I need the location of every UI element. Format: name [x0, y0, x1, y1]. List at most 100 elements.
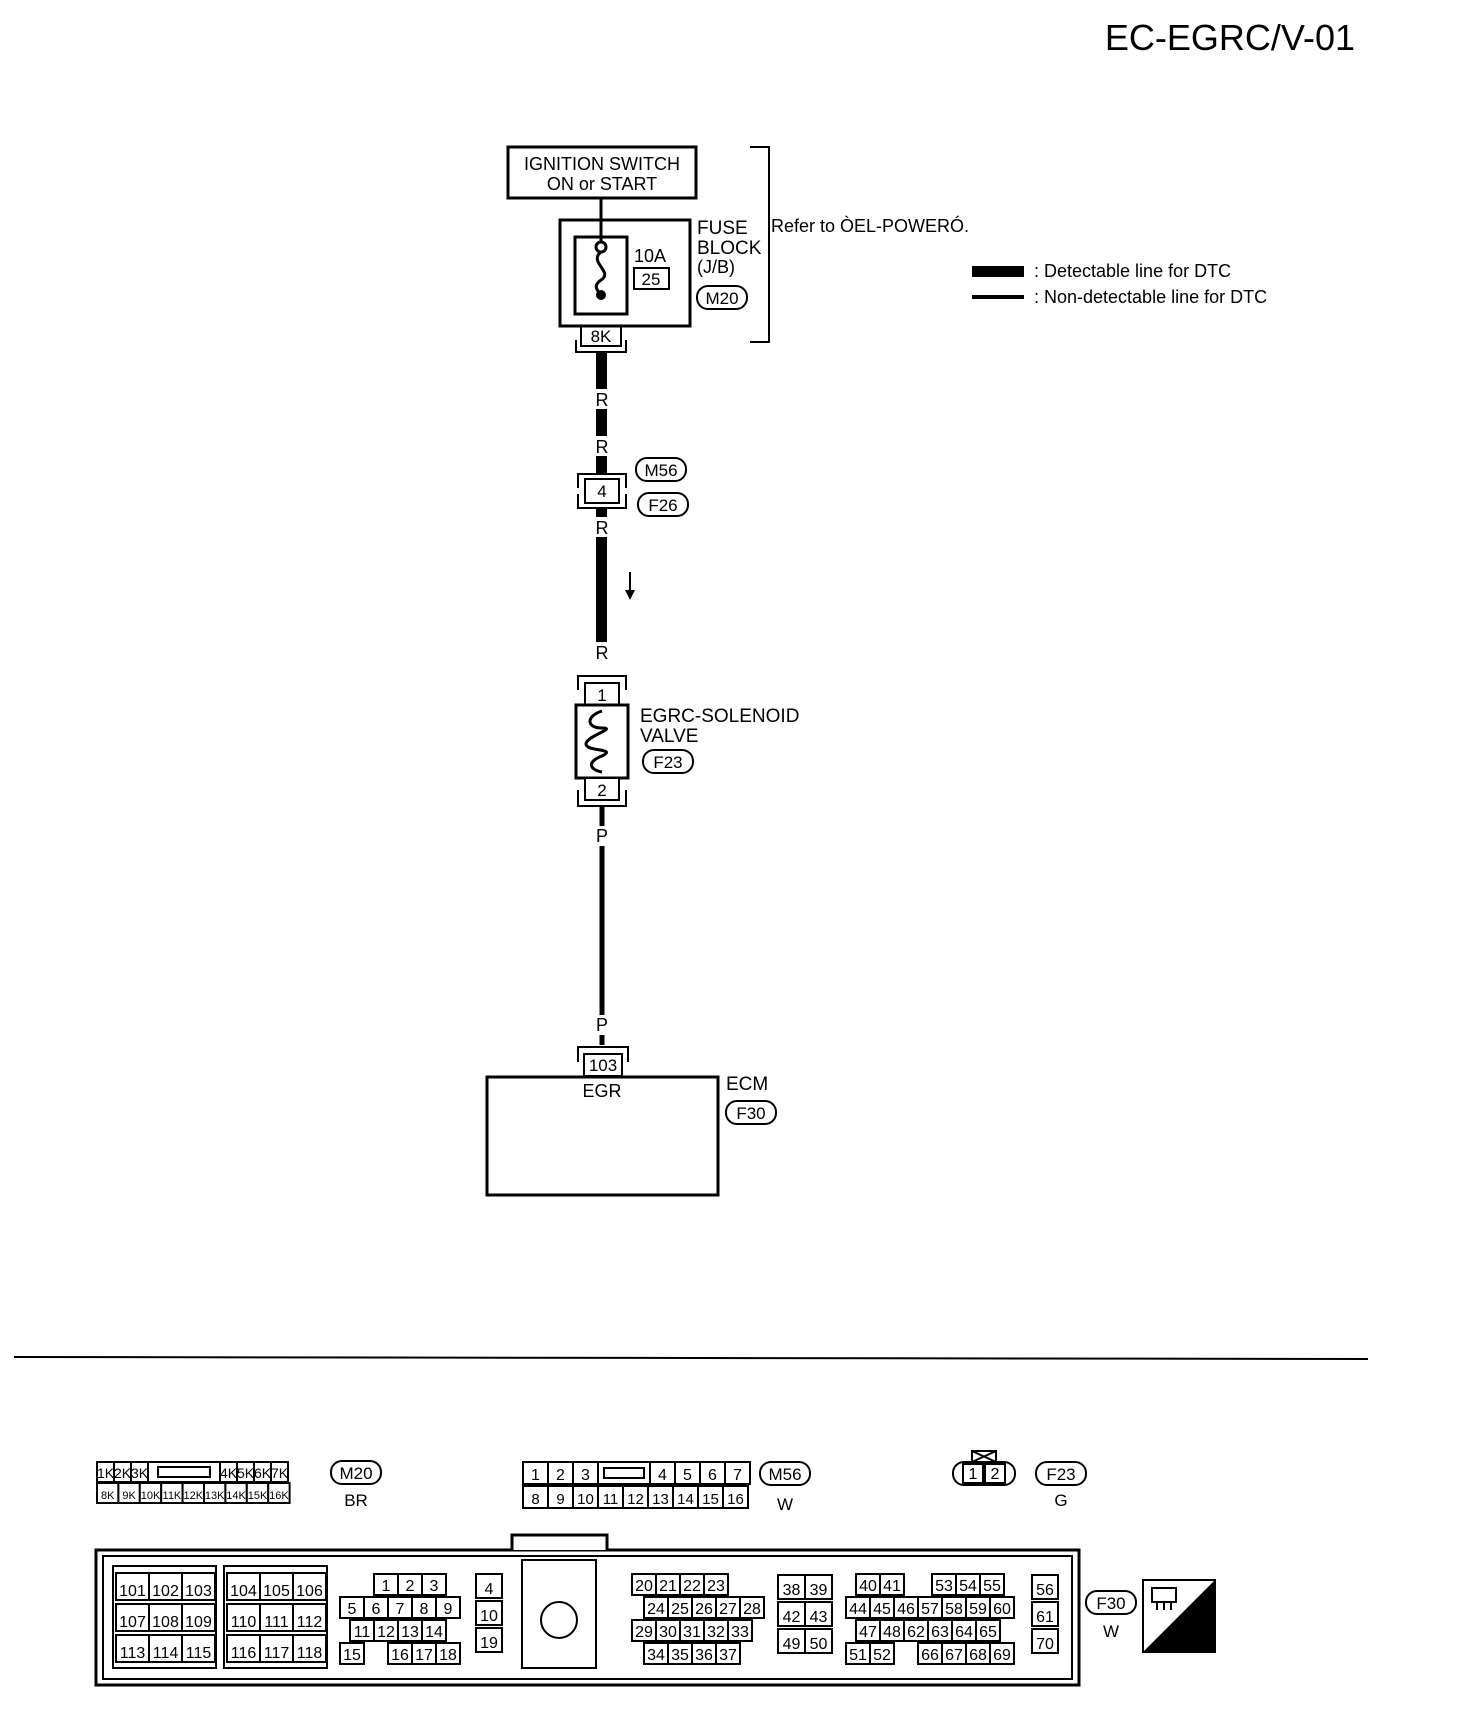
- solenoid-coil: [584, 709, 608, 774]
- wire-r-label-3: R: [596, 518, 609, 538]
- f30-pin-118-label: 118: [297, 1645, 323, 1662]
- f30-pin-55-cell: [979, 1573, 1005, 1596]
- f30-pin-115-label: 115: [186, 1645, 212, 1662]
- m56-pin-11-label: 11: [603, 1491, 619, 1508]
- f30-pin-2-label: 2: [406, 1578, 415, 1595]
- f30-pin-105-label: 105: [263, 1583, 290, 1600]
- wire-r-label-bg-2: [592, 436, 611, 456]
- m20-key-slot: [157, 1466, 211, 1478]
- m56-pin-10-label: 10: [577, 1491, 594, 1508]
- f30-pin-1-label: 1: [382, 1578, 391, 1595]
- f30-pin-43-label: 43: [810, 1609, 828, 1626]
- fuse-block: 10A 25 FUSE BLOCK (J/B) M20 8K: [558, 218, 762, 353]
- legend-detectable-text: : Detectable line for DTC: [1034, 261, 1231, 281]
- f30-pin-55-label: 55: [983, 1578, 1001, 1595]
- f30-guide-hole: [540, 1601, 578, 1639]
- f30-pin-54-label: 54: [959, 1578, 977, 1595]
- f30-pin-104-label: 104: [230, 1583, 257, 1600]
- f30-pin-114-cell: [148, 1634, 183, 1663]
- m20-pin-16K-cell: [267, 1482, 291, 1504]
- junction-connector-tag-a: [635, 457, 687, 482]
- f23-lock-mark: [971, 1450, 997, 1463]
- m20-pin-6K-label: 6K: [254, 1465, 272, 1481]
- f30-pin-13-label: 13: [401, 1624, 419, 1641]
- f30-pin-10-label: 10: [480, 1608, 498, 1625]
- page-title: EC-EGRC/V-01: [1105, 17, 1355, 58]
- f30-pin-12-label: 12: [377, 1624, 395, 1641]
- f30-pin-68-label: 68: [969, 1647, 987, 1664]
- f30-pin-57-label: 57: [921, 1601, 939, 1618]
- f30-pin-112-cell: [292, 1603, 327, 1632]
- ecm-body: [485, 1075, 720, 1197]
- wire-p-label-bg-1: [593, 826, 612, 846]
- m56-pin-8-label: 8: [531, 1491, 539, 1508]
- f30-pin-40-label: 40: [859, 1578, 877, 1595]
- solenoid-connector-tag: [642, 749, 694, 774]
- f30-pin-62-label: 62: [907, 1624, 925, 1641]
- f30-connector-tag: [1085, 1590, 1137, 1615]
- f30-pin-38-label: 38: [783, 1582, 801, 1599]
- f30-pin-34-label: 34: [647, 1647, 665, 1664]
- egrc-solenoid-valve: 1 2 EGRC-SOLENOID VALVE F23: [574, 675, 799, 807]
- f30-pin-45-label: 45: [873, 1601, 891, 1618]
- m20-pin-5K-label: 5K: [237, 1465, 255, 1481]
- f30-pin-18-label: 18: [439, 1647, 457, 1664]
- f30-connector-id: F30: [1096, 1594, 1125, 1613]
- f30-pin-27-label: 27: [719, 1601, 737, 1618]
- f30-pin-42-label: 42: [783, 1609, 801, 1626]
- fuse-terminal-box: [580, 325, 622, 347]
- m20-pin-9K-label: 9K: [122, 1490, 136, 1502]
- f30-pin-9-label: 9: [444, 1601, 453, 1618]
- f30-pin-107-cell: [115, 1603, 150, 1632]
- f30-pin-66-label: 66: [921, 1647, 939, 1664]
- wire-r-label-bg-4: [592, 642, 611, 660]
- f30-pin-109-label: 109: [185, 1614, 212, 1631]
- f30-pin-103-label: 103: [185, 1583, 212, 1600]
- f30-pin-63-label: 63: [931, 1624, 949, 1641]
- section-divider: [13, 1356, 1369, 1360]
- ecm-connector-id: F30: [736, 1104, 765, 1123]
- legend-non-detectable-text: : Non-detectable line for DTC: [1034, 287, 1267, 307]
- ignition-switch: IGNITION SWITCH ON or START: [506, 145, 698, 200]
- solenoid-bracket-top: [577, 675, 627, 690]
- m20-pin-7K-label: 7K: [271, 1465, 289, 1481]
- fuse-block-label-2: BLOCK: [697, 238, 762, 259]
- wire-p-label-1: P: [596, 826, 608, 846]
- f30-pin-18-cell: [435, 1642, 461, 1665]
- harness-side-label: H.S.: [1172, 1630, 1207, 1650]
- m20-pin-16K-label: 16K: [269, 1490, 289, 1502]
- f30-pin-53-label: 53: [935, 1578, 953, 1595]
- f30-pin-14-label: 14: [425, 1624, 443, 1641]
- solenoid-label-2: VALVE: [640, 726, 698, 747]
- f30-pin-8-label: 8: [420, 1601, 429, 1618]
- f30-pin-59-label: 59: [969, 1601, 987, 1618]
- f30-pin-20-label: 20: [635, 1578, 653, 1595]
- f30-pin-44-label: 44: [849, 1601, 867, 1618]
- f30-pin-15-label: 15: [343, 1647, 361, 1664]
- f30-pin-30-label: 30: [659, 1624, 677, 1641]
- f30-pin-108-cell: [148, 1603, 183, 1632]
- f30-pin-118-cell: [292, 1634, 327, 1663]
- f30-latch: [510, 1533, 609, 1550]
- f30-pin-41-cell: [879, 1573, 905, 1596]
- f30-pin-41-label: 41: [883, 1578, 901, 1595]
- f30-pin-70-label: 70: [1036, 1636, 1054, 1653]
- m56-pin-7-cell: [724, 1461, 751, 1485]
- m20-pin-10K-label: 10K: [141, 1490, 161, 1502]
- fuse-element: [594, 250, 607, 296]
- f30-pin-28-label: 28: [743, 1601, 761, 1618]
- harness-side-badge-fill: [1143, 1580, 1215, 1652]
- f30-pin-32-label: 32: [707, 1624, 725, 1641]
- f30-pin-37-cell: [715, 1642, 741, 1665]
- f30-pin-109-cell: [181, 1603, 216, 1632]
- fuse-number-box: [633, 267, 670, 290]
- ecm-label: ECM: [726, 1074, 768, 1095]
- f30-pin-39-label: 39: [810, 1582, 828, 1599]
- f30-pin-14-cell: [421, 1619, 447, 1642]
- m56-pin-6-label: 6: [708, 1467, 717, 1484]
- m56-pin-9-label: 9: [556, 1491, 564, 1508]
- ecm-connector-tag: [725, 1100, 777, 1125]
- f30-pin-39-cell: [804, 1574, 833, 1600]
- f30-pin-22-label: 22: [683, 1578, 701, 1595]
